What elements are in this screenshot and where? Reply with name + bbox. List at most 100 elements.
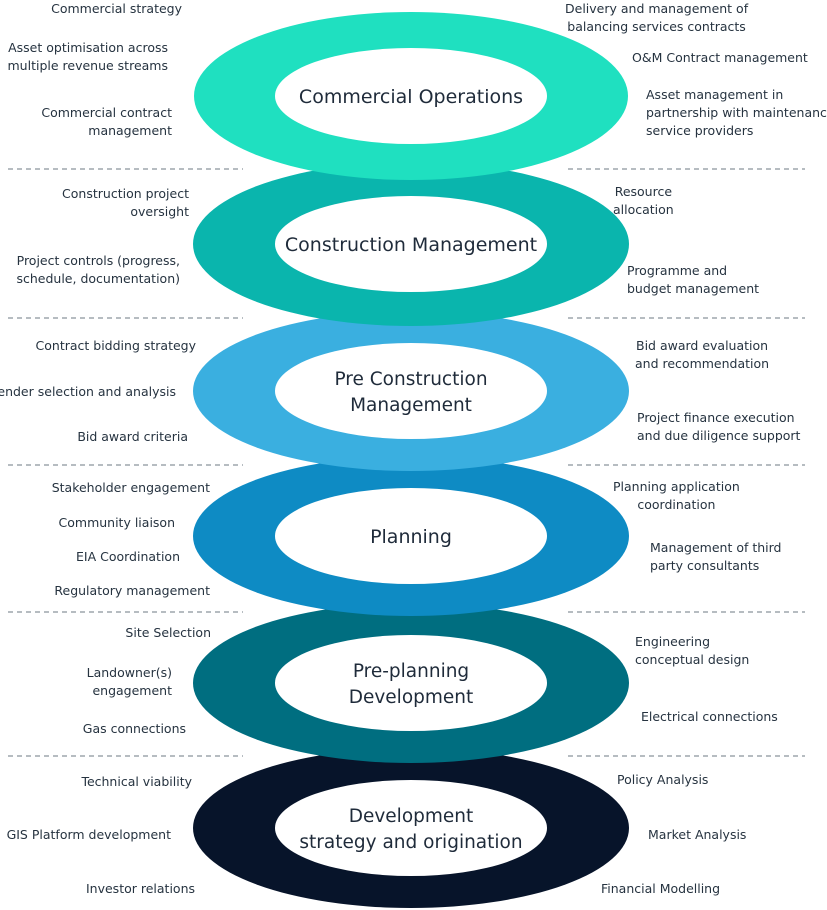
label-line: oversight (130, 204, 189, 219)
right-label: Delivery and management of balancing serv… (565, 0, 748, 36)
label-line: Engineering (635, 634, 710, 649)
ring-inner (275, 196, 547, 292)
label-line: allocation (613, 202, 674, 217)
label-line: Project controls (progress, (16, 253, 180, 268)
label-line: Policy Analysis (617, 772, 709, 787)
label-line: Stakeholder engagement (51, 480, 210, 495)
ring-title: Commercial Operations (299, 86, 523, 108)
label-line: Technical viability (81, 774, 192, 789)
right-label: Project finance execution and due diligen… (637, 409, 800, 445)
label-line: budget management (627, 281, 760, 296)
left-label: Landowner(s)engagement (87, 664, 172, 700)
ring-inner (275, 48, 547, 144)
right-label: Asset management in partnership with main… (646, 86, 827, 140)
label-line: Tender selection and analysis (0, 384, 176, 399)
label-line: Resource (614, 184, 673, 199)
left-label: Commercial contract management (41, 104, 172, 140)
ring-title-line: Pre Construction (334, 369, 487, 390)
label-line: and due diligence support (637, 428, 801, 443)
label-line: Investor relations (85, 881, 195, 896)
ring-inner (275, 635, 547, 731)
left-label: Investor relations (86, 880, 195, 898)
label-line: party consultants (650, 558, 760, 573)
label-line: Programme and (627, 263, 728, 278)
label-line: partnership with maintenance (646, 105, 827, 120)
ring-layer: Planning (193, 456, 629, 616)
right-label: Market Analysis (648, 826, 746, 844)
right-label: Financial Modelling (601, 880, 720, 898)
label-line: Asset optimisation across (8, 40, 168, 55)
label-line: Site Selection (125, 625, 211, 640)
label-line: Financial Modelling (601, 881, 721, 896)
ring-title-line: Management (350, 395, 472, 416)
label-line: Construction project (62, 186, 189, 201)
left-label: Site Selection (125, 624, 211, 642)
label-line: EIA Coordination (76, 549, 180, 564)
ring-title: Construction Management (285, 234, 537, 256)
label-line: multiple revenue streams (7, 58, 169, 73)
label-line: conceptual design (635, 652, 750, 667)
right-label: Engineering conceptual design (635, 633, 749, 669)
left-label: GIS Platform development (7, 826, 171, 844)
left-label: Commercial strategy (51, 0, 182, 18)
left-label: Community liaison (59, 514, 175, 532)
ring-title-line: Construction Management (285, 234, 537, 256)
label-line: schedule, documentation) (16, 271, 180, 286)
left-label: Construction project oversight (62, 185, 189, 221)
right-label: Programme and budget management (627, 262, 759, 298)
left-label: Stakeholder engagement (52, 479, 210, 497)
left-label: Gas connections (83, 720, 186, 738)
ring-title-line: Development (349, 687, 474, 708)
label-line: Commercial contract (41, 105, 172, 120)
label-line: Project finance execution (637, 410, 795, 425)
left-label: Asset optimisation across multiple revenu… (8, 39, 169, 75)
ring-inner (275, 488, 547, 584)
ring-title-line: Pre-planning (353, 661, 469, 682)
label-line: Bid award criteria (77, 429, 188, 444)
label-line: GIS Platform development (6, 827, 171, 842)
left-label: Project controls (progress, schedule, doc… (16, 252, 180, 288)
label-line: and recommendation (635, 356, 770, 371)
ring-title: Development strategy and origination (299, 806, 522, 853)
ring-title-line: Commercial Operations (299, 86, 523, 108)
left-label: EIA Coordination (76, 548, 180, 566)
label-line: management (88, 123, 172, 138)
left-label: Bid award criteria (77, 428, 188, 446)
label-line: Bid award evaluation (636, 338, 769, 353)
label-line: Commercial strategy (51, 1, 182, 16)
label-line: Planning application (613, 479, 740, 494)
label-line: balancing services contracts (567, 19, 746, 34)
left-label: Contract bidding strategy (36, 337, 196, 355)
right-label: Resource allocation (613, 183, 674, 219)
ring-title: Planning (370, 526, 452, 548)
ring-title-line: Development (349, 806, 474, 827)
label-line: Delivery and management of (565, 1, 749, 16)
ring-inner (275, 780, 547, 876)
label-line: O&M Contract management (632, 50, 808, 65)
label-line: Community liaison (58, 515, 175, 530)
ring-layer: Construction Management (193, 162, 629, 326)
separators (8, 168, 805, 757)
ring-layer: Commercial Operations (194, 12, 628, 180)
label-line: Regulatory management (54, 583, 210, 598)
left-label: Tender selection and analysis (0, 383, 176, 401)
label-line: Asset management in (646, 87, 784, 102)
left-label: Regulatory management (54, 582, 210, 600)
label-line: Landowner(s) (86, 665, 172, 680)
label-line: Gas connections (82, 721, 186, 736)
ring-title-line: strategy and origination (299, 832, 522, 853)
right-label: Bid award evaluation and recommendation (635, 337, 769, 373)
ring-title-line: Planning (370, 526, 452, 548)
label-line: Electrical connections (641, 709, 778, 724)
ring-layer: Development strategy and origination (193, 748, 629, 908)
label-line: Contract bidding strategy (35, 338, 196, 353)
rings: Development strategy and origination Pre-p… (193, 12, 629, 908)
ring-inner (275, 343, 547, 439)
